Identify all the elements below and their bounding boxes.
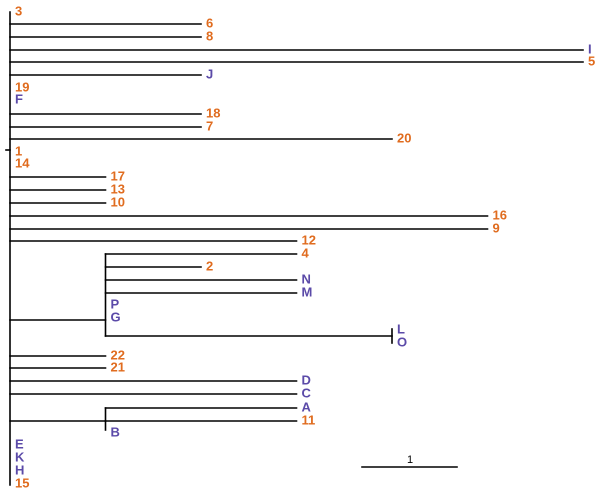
leaf-label-M: M [302,284,313,299]
leaf-label-F: F [15,91,23,106]
leaf-label-A: A [302,399,312,414]
leaf-label-16: 16 [493,207,507,222]
leaf-label-L: L [397,321,405,336]
leaf-label-18: 18 [206,105,220,120]
leaf-label-15: 15 [15,475,29,490]
leaf-label-11: 11 [302,412,316,427]
leaf-label-8: 8 [206,28,213,43]
leaf-label-9: 9 [493,220,500,235]
root-label-1: 1 [15,143,22,158]
leaf-label-H: H [15,462,24,477]
leaf-label-10: 10 [111,194,125,209]
leaf-label-7: 7 [206,118,213,133]
leaf-label-I: I [588,41,592,56]
scale-bar: 1 [361,454,458,468]
leaf-label-O: O [397,334,407,349]
leaf-label-4: 4 [302,245,310,260]
leaf-label-17: 17 [111,168,125,183]
leaf-label-13: 13 [111,181,125,196]
tree-branches [5,11,584,486]
leaf-label-5: 5 [588,53,595,68]
leaf-label-20: 20 [397,130,411,145]
node-label-B: B [111,424,120,439]
leaf-label-2: 2 [206,258,213,273]
leaf-label-J: J [206,66,213,81]
leaf-label-6: 6 [206,15,213,30]
leaf-label-3: 3 [15,3,22,18]
leaf-label-19: 19 [15,79,29,94]
node-label-P: P [111,296,120,311]
scale-bar-label: 1 [407,454,413,466]
tree-labels: 368I5J19F18720171310169122221DCEKH151144… [15,3,595,490]
root-label-14: 14 [15,155,30,170]
leaf-label-22: 22 [111,347,125,362]
node-label-G: G [111,309,121,324]
leaf-label-12: 12 [302,232,316,247]
leaf-label-C: C [302,385,312,400]
leaf-label-N: N [302,271,311,286]
leaf-label-D: D [302,372,311,387]
leaf-label-K: K [15,449,25,464]
leaf-label-21: 21 [111,359,125,374]
leaf-label-E: E [15,436,24,451]
